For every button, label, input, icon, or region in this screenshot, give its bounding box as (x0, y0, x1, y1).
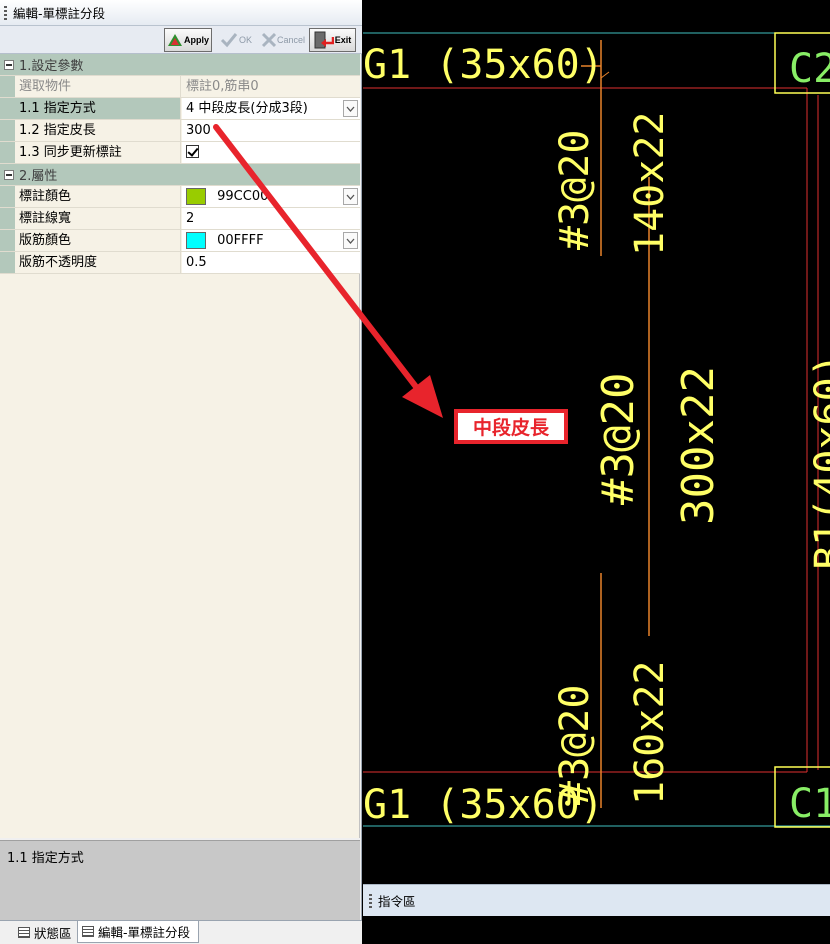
cancel-x-icon (261, 32, 276, 48)
exit-label: Exit (334, 35, 352, 45)
cancel-label: Cancel (276, 35, 305, 45)
collapse-icon[interactable] (4, 59, 14, 70)
tab-label: 狀態區 (34, 925, 72, 941)
description-text: 1.1 指定方式 (7, 851, 84, 866)
row-annotation-color[interactable]: 標註顏色 99CC00 (0, 186, 360, 208)
command-bar[interactable]: 指令區 (363, 884, 830, 916)
prop-value: 標註0,筋串0 (182, 76, 360, 97)
property-grid: 1.設定參數 選取物件 標註0,筋串0 1.1 指定方式 4 中段皮長(分成3段… (0, 54, 360, 838)
exit-door-icon (314, 31, 334, 49)
dropdown-chevron-icon[interactable] (343, 100, 358, 117)
tab-label: 編輯-單標註分段 (98, 925, 191, 940)
row-specify-method[interactable]: 1.1 指定方式 4 中段皮長(分成3段) (0, 98, 360, 120)
color-value: 99CC00 (217, 189, 269, 204)
category-label: 2.屬性 (19, 169, 58, 184)
color-swatch (186, 188, 206, 205)
column-bottom-label: C1 (789, 781, 830, 827)
skin-length-input[interactable]: 300 (182, 120, 360, 141)
prop-name: 版筋顏色 (15, 230, 181, 251)
list-icon (18, 926, 30, 938)
row-annotation-linewidth[interactable]: 標註線寬 2 (0, 208, 360, 230)
list-icon (82, 926, 94, 937)
panel-title: 編輯-單標註分段 (13, 6, 106, 21)
grip-handle-icon[interactable] (369, 893, 372, 908)
ok-label: OK (238, 35, 252, 45)
check-icon (220, 33, 238, 48)
beam-top-label: G1 (35x60) (363, 42, 604, 88)
prop-name: 版筋不透明度 (15, 252, 181, 273)
sync-update-cell[interactable] (182, 142, 360, 163)
category-properties[interactable]: 2.屬性 (0, 164, 360, 186)
row-sync-update[interactable]: 1.3 同步更新標註 (0, 142, 360, 164)
beam-bottom-label: G1 (35x60) (363, 782, 604, 828)
prop-name: 1.3 同步更新標註 (15, 142, 181, 163)
prop-name: 1.1 指定方式 (15, 98, 181, 119)
dropdown-chevron-icon[interactable] (343, 232, 358, 249)
linewidth-input[interactable]: 2 (182, 208, 360, 229)
column-top-label: C2 (789, 46, 830, 92)
grip-handle-icon[interactable] (4, 5, 7, 20)
color-value: 00FFFF (217, 233, 264, 248)
upper-length-label: 140x22 (627, 112, 673, 257)
category-label: 1.設定參數 (19, 59, 84, 74)
lower-length-label: 160x22 (627, 661, 673, 806)
method-value: 4 中段皮長(分成3段) (186, 101, 308, 116)
dropdown-chevron-icon[interactable] (343, 188, 358, 205)
mid-bar-label: #3@20 (593, 373, 644, 505)
prop-name: 標註線寬 (15, 208, 181, 229)
color-swatch (186, 232, 206, 249)
annotation-color-select[interactable]: 99CC00 (182, 186, 360, 207)
description-pane: 1.1 指定方式 (0, 840, 360, 920)
row-skin-length[interactable]: 1.2 指定皮長 300 (0, 120, 360, 142)
command-input-area[interactable] (363, 916, 830, 944)
rebar-color-select[interactable]: 00FFFF (182, 230, 360, 251)
prop-name: 1.2 指定皮長 (15, 120, 181, 141)
panel-titlebar[interactable]: 編輯-單標註分段 (0, 0, 362, 26)
sync-update-checkbox[interactable] (186, 145, 199, 158)
lower-bar-label: #3@20 (552, 685, 598, 805)
prop-name: 選取物件 (15, 76, 181, 97)
collapse-icon[interactable] (4, 169, 14, 180)
method-select[interactable]: 4 中段皮長(分成3段) (182, 98, 360, 119)
command-bar-title: 指令區 (378, 894, 416, 909)
cad-canvas[interactable]: G1 (35x60) G1 (35x60) C2 C1 #3@20 140x22… (363, 0, 830, 884)
upper-bar-label: #3@20 (552, 130, 598, 250)
bottom-tabs: 狀態區 編輯-單標註分段 (0, 920, 362, 944)
apply-label: Apply (183, 35, 209, 45)
mid-length-label: 300x22 (673, 366, 724, 525)
row-rebar-opacity[interactable]: 版筋不透明度 0.5 (0, 252, 360, 274)
apply-button[interactable]: Apply (164, 28, 212, 52)
tab-status[interactable]: 狀態區 (14, 921, 76, 943)
row-select-object: 選取物件 標註0,筋串0 (0, 76, 360, 98)
edit-panel: 編輯-單標註分段 Apply OK Cancel (0, 0, 362, 944)
opacity-input[interactable]: 0.5 (182, 252, 360, 273)
prop-name: 標註顏色 (15, 186, 181, 207)
callout-label: 中段皮長 (454, 409, 568, 444)
cad-drawing: G1 (35x60) G1 (35x60) C2 C1 #3@20 140x22… (363, 32, 830, 828)
beam-side-label: B1(40x60) (807, 353, 830, 570)
row-rebar-color[interactable]: 版筋顏色 00FFFF (0, 230, 360, 252)
toolbar: Apply OK Cancel Exit (0, 26, 362, 54)
category-settings[interactable]: 1.設定參數 (0, 54, 360, 76)
cancel-button[interactable]: Cancel (260, 28, 306, 52)
exit-button[interactable]: Exit (309, 28, 356, 52)
tab-edit[interactable]: 編輯-單標註分段 (77, 921, 199, 943)
ok-button[interactable]: OK (214, 28, 258, 52)
apply-icon (167, 34, 182, 46)
